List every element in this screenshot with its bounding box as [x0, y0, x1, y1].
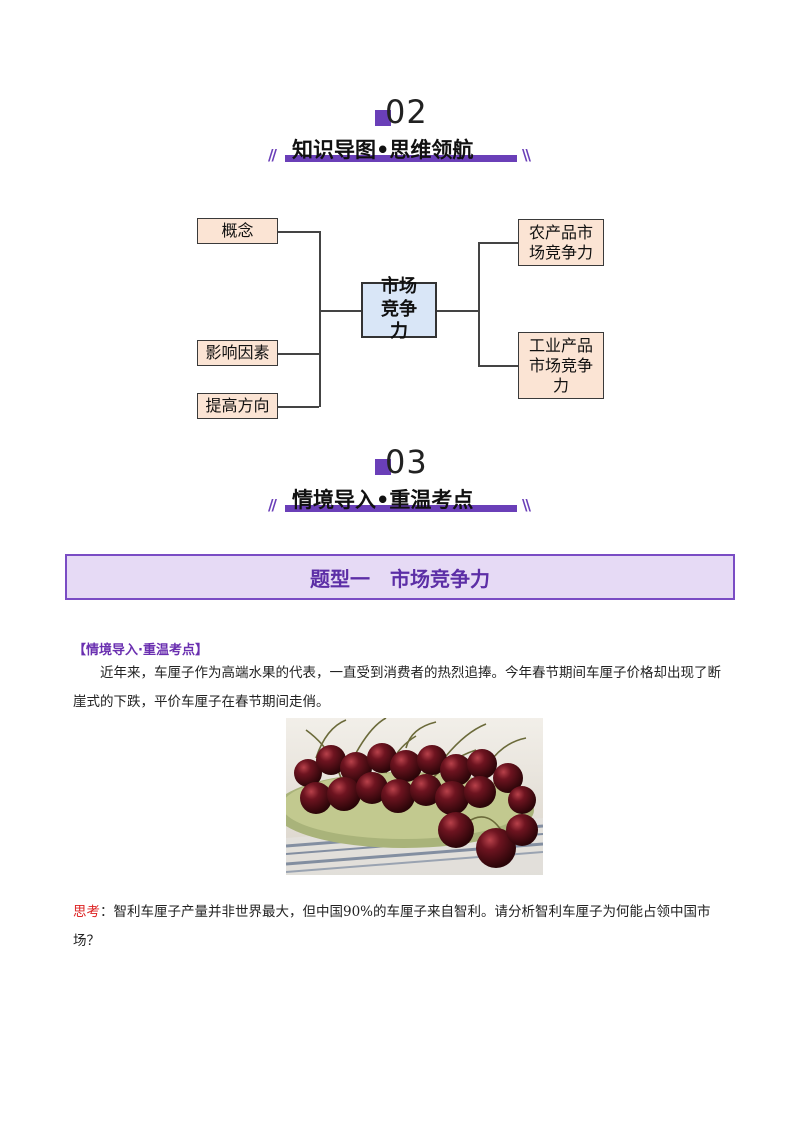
think-label: 思考 [73, 904, 100, 920]
section-title: 情境导入•重温考点 [292, 488, 474, 512]
mindmap-node-agri: 农产品市场竞争力 [518, 219, 604, 266]
section-number: 02 [385, 93, 428, 131]
mindmap-node-center: 市场竞争力 [361, 276, 437, 342]
connector [478, 365, 518, 367]
mindmap-node-industrial-label: 工业产品市场竞争力 [528, 335, 593, 395]
connector [278, 406, 319, 408]
section-number: 03 [385, 443, 428, 481]
decorative-slashes-right: \\ [522, 496, 531, 514]
lead-paragraph: 近年来，车厘子作为高端水果的代表，一直受到消费者的热烈追捧。今年春节期间车厘子价… [73, 665, 721, 710]
question-type-banner: 题型一 市场竞争力 [65, 554, 735, 600]
section-title: 知识导图•思维领航 [292, 138, 474, 162]
connector [319, 310, 361, 312]
decorative-slashes-left: // [268, 496, 277, 514]
connector [437, 310, 478, 312]
cherry-photo [286, 718, 543, 875]
section-title-underline [285, 505, 517, 512]
lead-label: 【情境导入·重温考点】 [73, 643, 208, 658]
mindmap-center-label: 市场竞争力 [381, 276, 417, 343]
mindmap-node-agri-label: 农产品市场竞争力 [528, 222, 593, 262]
decorative-slashes-left: // [268, 146, 277, 164]
section-number-accent [375, 110, 391, 126]
mindmap-node-concept: 概念 [197, 218, 278, 244]
connector [278, 231, 319, 233]
mindmap-node-directions: 提高方向 [197, 393, 278, 419]
mindmap-node-factors: 影响因素 [197, 340, 278, 366]
connector [478, 242, 480, 366]
mindmap-node-industrial: 工业产品市场竞争力 [518, 332, 604, 399]
section-title-underline [285, 155, 517, 162]
banner-title: 题型一 市场竞争力 [310, 566, 490, 591]
think-text: ：智利车厘子产量并非世界最大，但中国90%的车厘子来自智利。请分析智利车厘子为何… [73, 904, 711, 949]
decorative-slashes-right: \\ [522, 146, 531, 164]
connector [278, 353, 319, 355]
connector [478, 242, 518, 244]
think-question: 思考：智利车厘子产量并非世界最大，但中国90%的车厘子来自智利。请分析智利车厘子… [73, 898, 727, 956]
connector [319, 231, 321, 407]
section-number-accent [375, 459, 391, 475]
